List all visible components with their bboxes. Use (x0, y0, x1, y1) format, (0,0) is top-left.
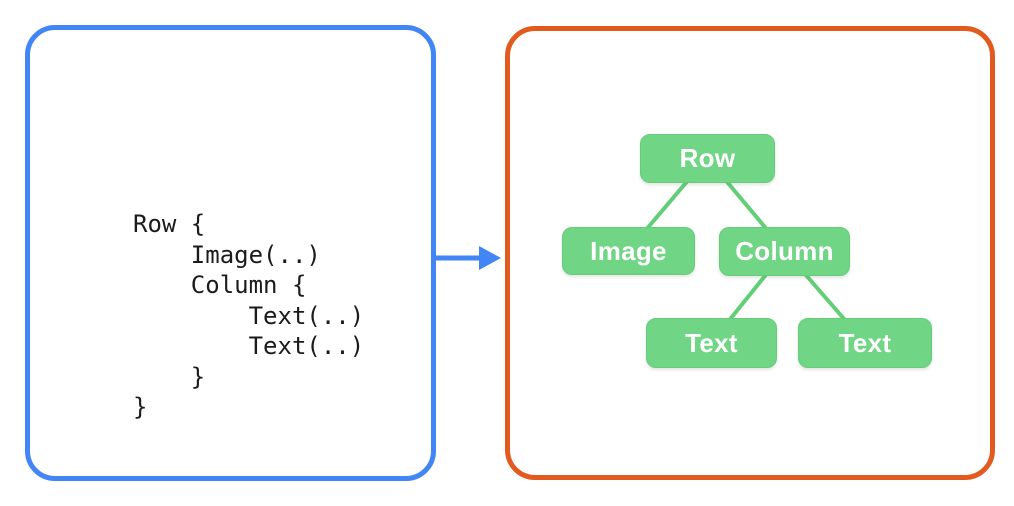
tree-node-text-1: Text (646, 318, 777, 368)
tree-node-label: Text (838, 327, 892, 358)
tree-node-label: Text (685, 327, 738, 358)
tree-node-label: Row (679, 143, 736, 173)
tree-node-label: Image (590, 235, 667, 266)
tree-node-label: Column (735, 236, 834, 266)
code-line: } (133, 393, 148, 421)
code-line: Text(..) (133, 301, 365, 330)
code-block: Row { Image(..) Column { Text(..) Text(.… (133, 209, 364, 423)
code-line: Column { (133, 271, 307, 299)
tree-node-column: Column (719, 227, 850, 276)
code-line: Text(..) (133, 332, 365, 360)
code-line: Image(..) (133, 240, 321, 269)
right-arrow-icon (434, 246, 501, 270)
tree-node-text-2: Text (798, 318, 932, 368)
tree-node-row: Row (640, 134, 775, 183)
code-line: Row { (133, 210, 206, 238)
tree-node-image: Image (562, 227, 695, 275)
code-line: } (133, 362, 206, 391)
code-panel: Row { Image(..) Column { Text(..) Text(.… (25, 25, 436, 481)
